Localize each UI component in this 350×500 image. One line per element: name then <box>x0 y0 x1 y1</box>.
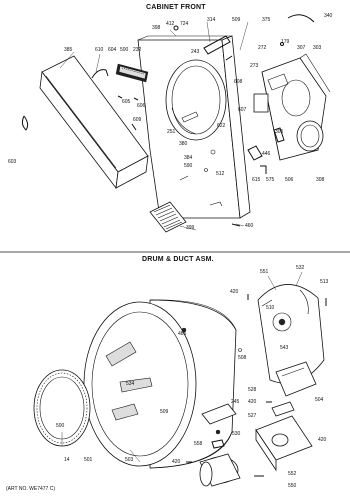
front-panel-385 <box>39 55 149 190</box>
callout-506: 506 <box>285 177 294 183</box>
callout-500: 500 <box>120 47 129 53</box>
callout-243: 243 <box>191 49 200 55</box>
callout-340: 340 <box>324 13 333 19</box>
drum-503 <box>83 299 237 469</box>
clip-605 <box>117 95 123 99</box>
switch-590 <box>247 145 263 161</box>
callout-604: 604 <box>108 47 117 53</box>
callout-607: 607 <box>238 107 247 113</box>
callout-603: 603 <box>8 159 17 165</box>
callout-305: 305 <box>275 129 284 135</box>
callout-615: 615 <box>252 177 261 183</box>
callout-509: 509 <box>232 17 241 23</box>
callout-590: 590 <box>184 163 193 169</box>
callout-485: 485 <box>178 331 187 337</box>
leader-lines <box>59 21 303 463</box>
callout-273: 273 <box>250 63 259 69</box>
callout-380: 380 <box>179 141 188 147</box>
cabinet-frame-398 <box>115 35 251 219</box>
callout-503: 503 <box>125 457 134 463</box>
callout-504: 504 <box>315 397 324 403</box>
lint-filter-399 <box>149 201 187 233</box>
callout-500-b: 500 <box>56 423 65 429</box>
callout-314: 314 <box>207 17 216 23</box>
callout-575: 575 <box>266 177 275 183</box>
callout-528: 528 <box>248 387 257 393</box>
callout-510: 510 <box>266 305 275 311</box>
callout-534: 534 <box>126 381 135 387</box>
callout-420-a: 420 <box>230 289 239 295</box>
screw-412 <box>173 25 179 31</box>
clip-506 <box>260 165 267 174</box>
callout-179: 179 <box>281 39 290 45</box>
callout-606: 606 <box>137 103 146 109</box>
callout-622: 622 <box>217 123 226 129</box>
callout-398: 398 <box>152 25 161 31</box>
callout-385: 385 <box>64 47 73 53</box>
section-title-cabinet-front: CABINET FRONT <box>146 4 206 11</box>
callout-550: 550 <box>288 483 297 489</box>
callout-446: 446 <box>262 151 271 157</box>
switch-305 <box>273 127 285 143</box>
callout-543: 543 <box>280 345 289 351</box>
callout-272: 272 <box>258 45 267 51</box>
callout-508: 508 <box>238 355 247 361</box>
section-title-drum-duct: DRUM & DUCT ASM. <box>142 256 214 263</box>
duct-528 <box>275 361 317 397</box>
roller-508 <box>238 348 242 352</box>
callout-551: 551 <box>260 269 269 275</box>
art-number: (ART NO. WE7477 C) <box>6 486 55 492</box>
callout-420-b: 420 <box>248 399 257 405</box>
callout-724: 724 <box>180 21 189 27</box>
callout-384: 384 <box>184 155 193 161</box>
clip-606 <box>133 97 139 101</box>
callout-552: 552 <box>288 471 297 477</box>
callout-399: 399 <box>186 225 195 231</box>
bracket-509 <box>203 35 231 55</box>
switch-558 <box>211 439 225 449</box>
screw-375 <box>225 55 233 61</box>
cabinet-front-assembly <box>21 14 331 233</box>
switch-530 <box>215 429 221 435</box>
motor-550 <box>199 453 241 487</box>
callout-530: 530 <box>232 431 241 437</box>
callout-527: 527 <box>248 413 257 419</box>
callout-460: 460 <box>245 223 254 229</box>
callout-303: 303 <box>313 45 322 51</box>
blower-box-420 <box>255 415 313 472</box>
callout-605: 605 <box>122 99 131 105</box>
callout-412: 412 <box>166 21 175 27</box>
callout-420-d: 420 <box>172 459 181 465</box>
spring-340 <box>287 14 315 23</box>
clip-603 <box>21 115 29 131</box>
callout-375: 375 <box>262 17 271 23</box>
plate-534 <box>201 403 237 425</box>
callout-307: 307 <box>297 45 306 51</box>
hinge-609 <box>131 123 137 131</box>
callout-532: 532 <box>296 265 305 271</box>
callout-420-c: 420 <box>318 437 327 443</box>
callout-512: 512 <box>216 171 225 177</box>
callout-608: 608 <box>234 79 243 85</box>
door-handle-610 <box>91 69 109 79</box>
callout-513: 513 <box>320 279 329 285</box>
drum-duct-assembly <box>33 284 327 487</box>
callout-251: 251 <box>167 129 176 135</box>
callout-509-b: 509 <box>160 409 169 415</box>
callout-14: 14 <box>64 457 70 463</box>
callout-232: 232 <box>133 47 142 53</box>
screw-460 <box>231 223 241 227</box>
callout-558: 558 <box>194 441 203 447</box>
callout-308: 308 <box>316 177 325 183</box>
callout-245: 245 <box>231 399 240 405</box>
seal-ring-308 <box>296 120 324 152</box>
callout-609: 609 <box>133 117 142 123</box>
callout-501: 501 <box>84 457 93 463</box>
callout-610: 610 <box>95 47 104 53</box>
bracket-527 <box>271 401 295 417</box>
screw-179 <box>280 42 284 46</box>
